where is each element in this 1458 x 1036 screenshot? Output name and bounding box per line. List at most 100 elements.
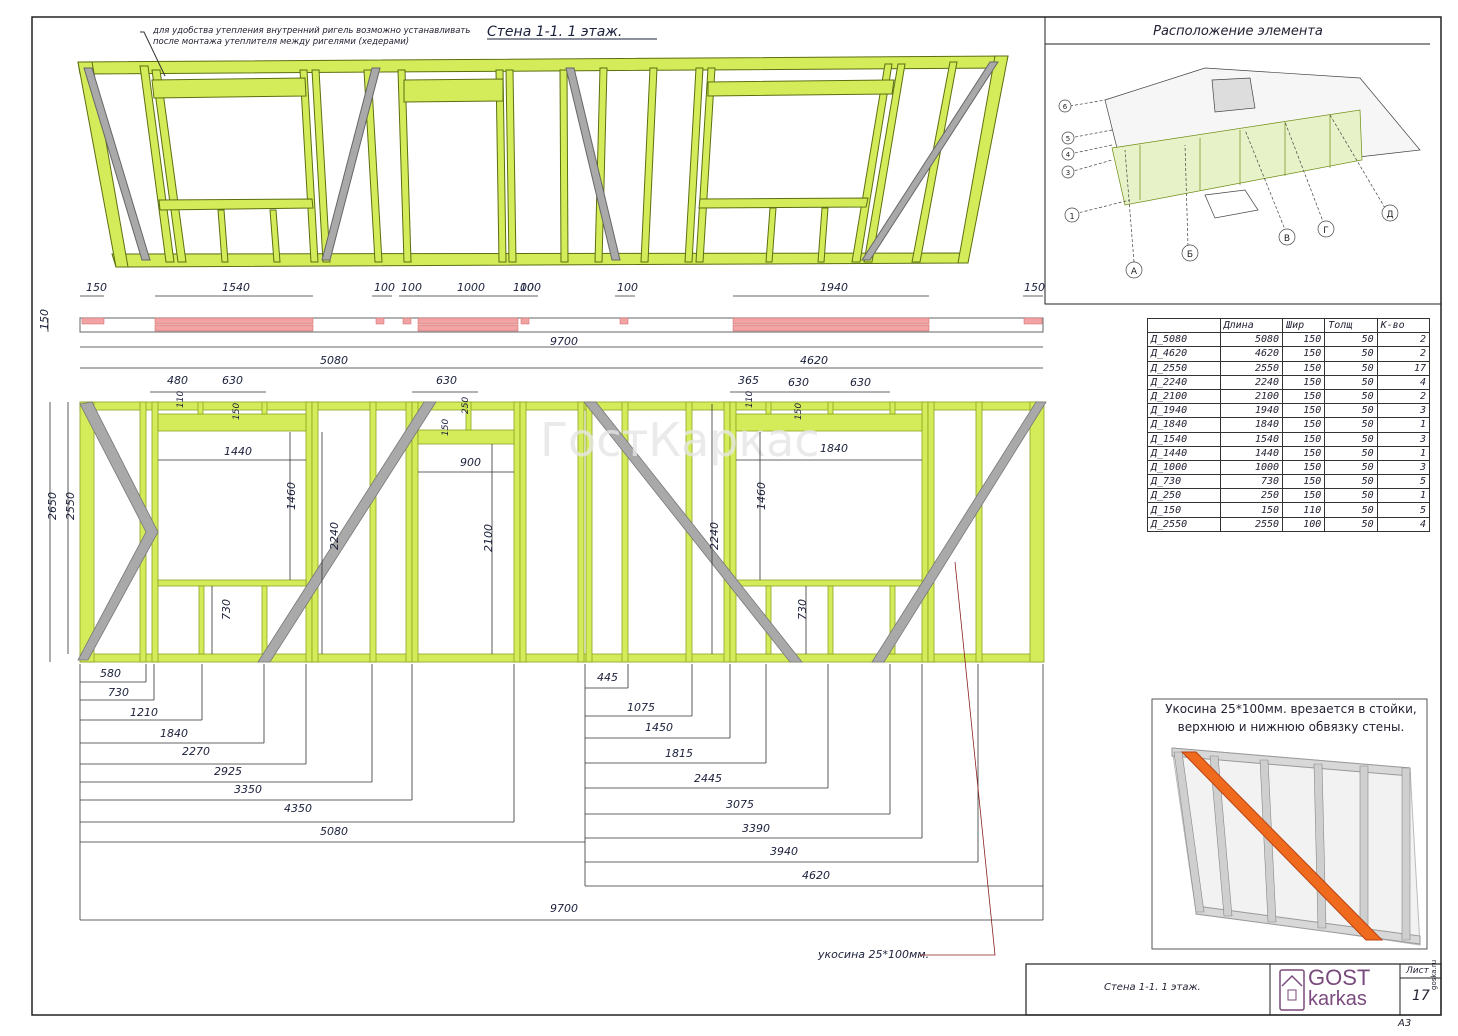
spec-cell: 4 [1376, 516, 1431, 532]
bottom-dim-lines [79, 664, 1044, 921]
logo-gost: GOST [1308, 965, 1371, 990]
dim-w1-top-0: 480 [167, 374, 188, 387]
dim-w1-top-1: 630 [222, 374, 243, 387]
elevation-frame [77, 401, 1047, 663]
dim-br-5: 3075 [726, 798, 754, 811]
brace-detail-image [1171, 747, 1421, 946]
dim-bl-2: 1210 [130, 706, 158, 719]
brace-callout-leader [920, 561, 996, 956]
dim-door-header: 150 [441, 419, 451, 436]
dim-w2-gap: 150 [794, 403, 804, 420]
loc-axis-3: Г [1323, 226, 1329, 236]
plan-strip: 150 1540 100 100 1000 100 100 100 1940 1… [38, 281, 1045, 369]
watermark: ГостКаркас [540, 413, 820, 467]
dim-left-half: 5080 [320, 354, 348, 367]
spec-cell: 1940 [1219, 403, 1284, 419]
dim-w2-below: 730 [796, 599, 809, 620]
end-stud-left [79, 401, 95, 663]
brace-4 [871, 401, 1047, 663]
dim-door-width: 900 [460, 456, 481, 469]
dim-w2-top-0: 365 [738, 374, 759, 387]
dim-w1-height: 1460 [285, 482, 298, 510]
brace-detail-border [1151, 698, 1428, 950]
braces [77, 401, 1047, 663]
location-panel-border [1044, 16, 1442, 305]
dim-top-3: 100 [401, 281, 422, 294]
dim-bl-0: 580 [100, 667, 121, 680]
dim-w1-width: 1440 [224, 445, 252, 458]
dim-plate-height: 150 [38, 309, 51, 330]
dim-bl-6: 3350 [234, 783, 262, 796]
loc-row-3: 5 [1066, 135, 1070, 143]
loc-row-0: 1 [1069, 212, 1074, 221]
location-title: Расположение элемента [1153, 24, 1323, 39]
dim-br-0: 445 [597, 671, 618, 684]
dim-brace2: 2240 [708, 522, 721, 550]
dim-top-5: 100 [513, 281, 534, 294]
sheet-number: 17 [1412, 988, 1430, 1004]
loc-axis-2: В [1284, 234, 1290, 244]
brace-caption: Укосина 25*100мм. врезается в стойки, ве… [1165, 702, 1417, 734]
brace-1 [77, 401, 159, 661]
brace-detail-board [1180, 751, 1384, 941]
persp-stud-right [957, 55, 1009, 264]
brace-2 [257, 401, 437, 663]
dim-br-2: 1450 [645, 721, 673, 734]
dim-height-outer: 2650 [46, 492, 59, 520]
dim-w2-top-2: 630 [850, 376, 871, 389]
sheet-label: Лист [1406, 966, 1429, 976]
plan-plate-outline [79, 317, 1044, 333]
dim-bl-8: 5080 [320, 825, 348, 838]
logo-karkas: karkas [1308, 988, 1367, 1010]
persp-braces [83, 61, 999, 261]
dim-w1-header: 110 [176, 391, 186, 408]
note-text: для удобства утепления внутренний ригель… [153, 26, 471, 47]
dim-bl-1: 730 [108, 686, 129, 699]
loc-axis-4: Д [1386, 210, 1393, 220]
dim-br-3: 1815 [665, 747, 693, 760]
dim-w2-width: 1840 [820, 442, 848, 455]
dim-bl-7: 4350 [284, 802, 312, 815]
dim-bl-3: 1840 [160, 727, 188, 740]
dim-top-1: 1540 [222, 281, 250, 294]
loc-row-1: 3 [1066, 169, 1070, 177]
sheet-format: А3 [1398, 1018, 1412, 1029]
dim-w2-height: 1460 [755, 482, 768, 510]
loc-axis-1: Б [1187, 250, 1193, 260]
spec-cell: 1440 [1219, 445, 1284, 461]
spec-cell: Д_2550 [1147, 516, 1221, 532]
dim-br-1: 1075 [627, 701, 655, 714]
site-label: goska.ru [1430, 959, 1438, 990]
dim-top-6: 100 [520, 281, 541, 294]
persp-headers [151, 77, 895, 211]
dim-w2-header: 110 [745, 391, 755, 408]
logo-house-icon [1279, 969, 1305, 1011]
dim-top-2: 100 [374, 281, 395, 294]
dim-bl-4: 2270 [182, 745, 210, 758]
dim-door-gap: 250 [461, 397, 471, 414]
note-leader [140, 31, 166, 77]
dim-door-top: 630 [436, 374, 457, 387]
dim-br-4: 2445 [694, 772, 722, 785]
loc-row-4: 6 [1063, 103, 1068, 111]
dim-height-inner: 2550 [64, 492, 77, 520]
dim-w1-gap: 150 [232, 403, 242, 420]
loc-row-2: 4 [1066, 151, 1071, 159]
dim-top-8: 1940 [820, 281, 848, 294]
brace-callout: укосина 25*100мм. [817, 948, 929, 961]
dim-right-half: 4620 [800, 354, 828, 367]
dim-bottom-total: 9700 [550, 902, 578, 915]
